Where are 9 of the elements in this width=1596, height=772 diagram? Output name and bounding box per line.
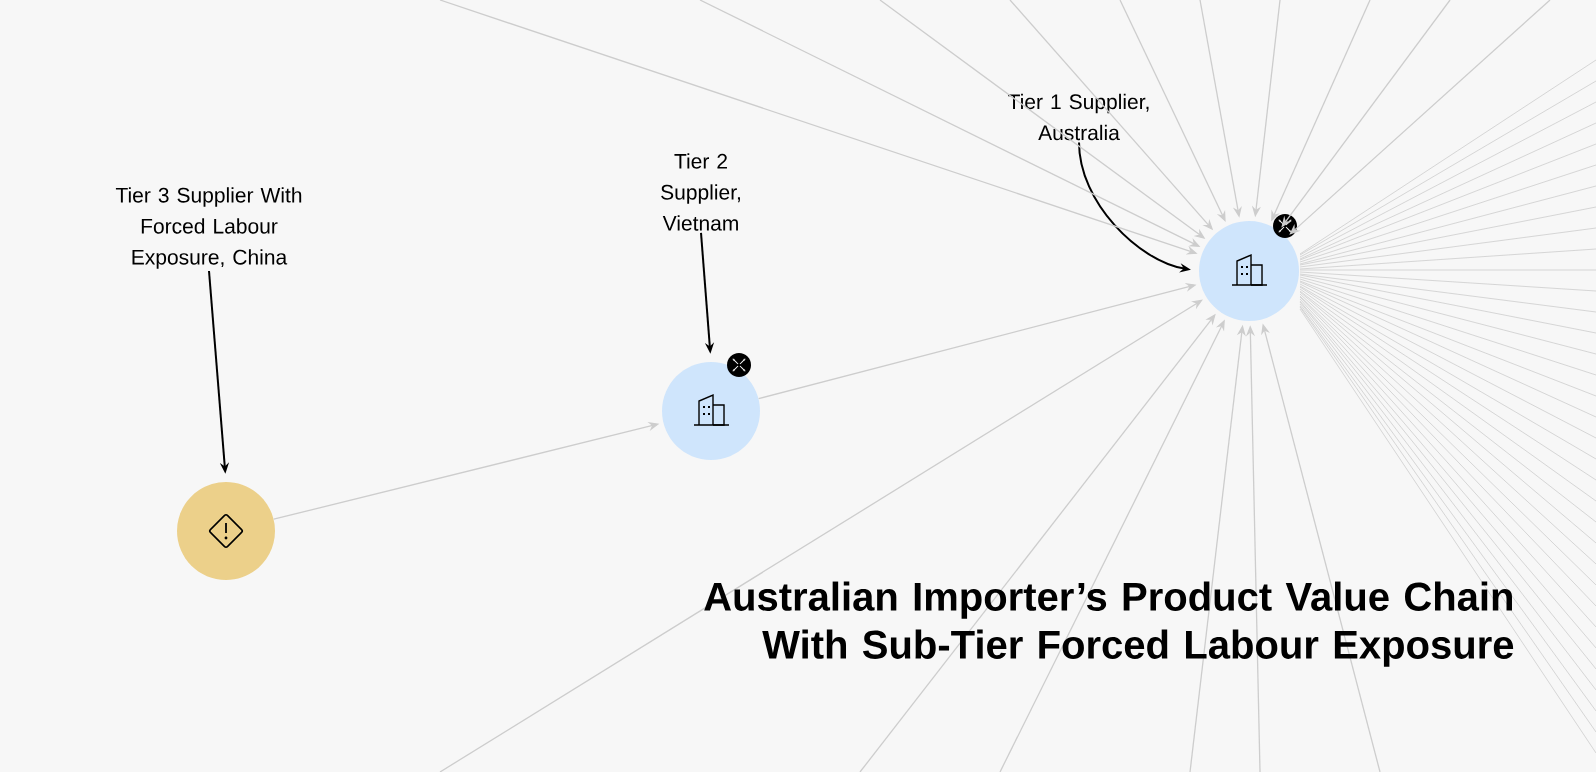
company-circle bbox=[177, 482, 275, 580]
callout-text: Tier 3 Supplier With Forced Labour Exposure, China bbox=[115, 187, 302, 269]
callout-text: Tier 1 Supplier, Australia bbox=[1008, 93, 1149, 141]
arrow bbox=[1289, 0, 1551, 235]
company-circle bbox=[1199, 221, 1299, 321]
company-circle bbox=[662, 362, 760, 460]
arrow bbox=[439, 299, 1203, 772]
title: Australian Importer’s Product Value Chain With Sub-Tier Forced Labour Exposure bbox=[704, 581, 1514, 667]
callout-text: Tier 2 Supplier, Vietnam bbox=[661, 153, 740, 231]
